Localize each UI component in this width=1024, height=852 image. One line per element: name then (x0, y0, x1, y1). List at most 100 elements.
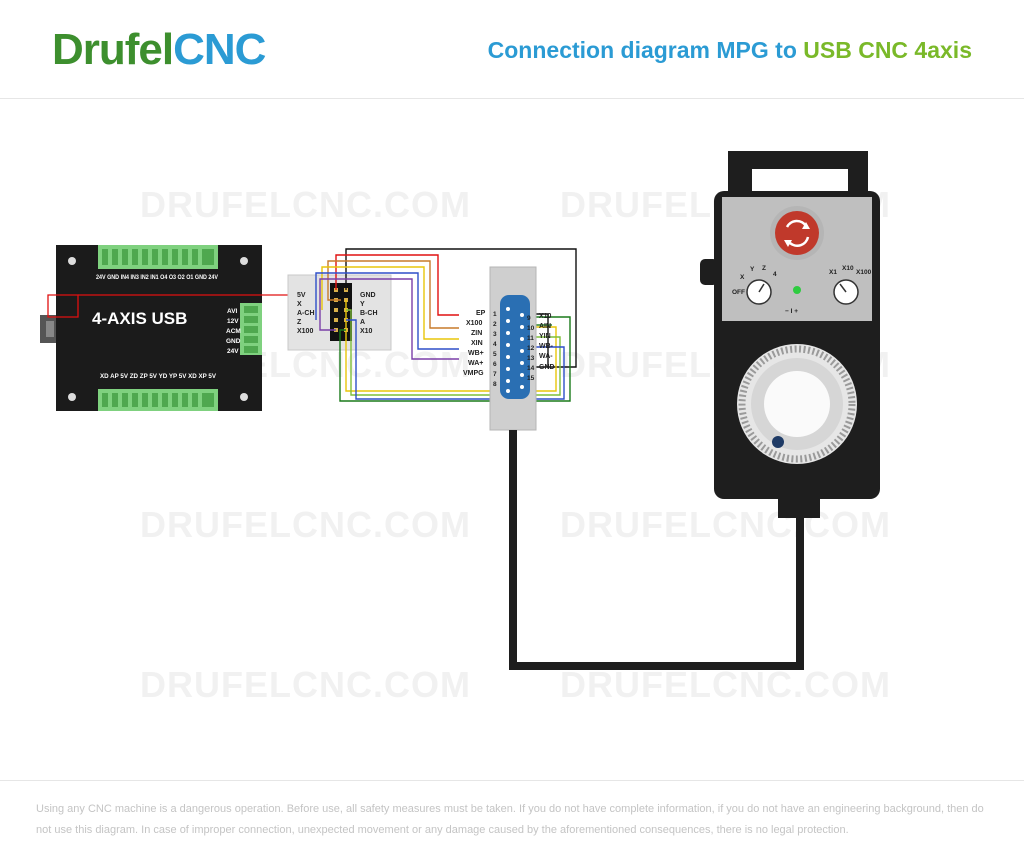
title-part-2: USB CNC 4axis (803, 37, 972, 63)
db15-pin-number: 2 (493, 321, 497, 328)
db15-signal-label: EP (476, 310, 486, 317)
wire-blue-a (346, 319, 565, 400)
side-pin-label: 24V (227, 348, 239, 355)
board-body (56, 245, 262, 411)
handwheel-scale (738, 345, 856, 463)
wire-orange-x (327, 260, 459, 329)
adapter-left-label: A-CH (297, 310, 315, 317)
db15-pin-number: 4 (493, 341, 497, 348)
axis-label: Z (762, 265, 766, 272)
adapter-left-label: X (297, 301, 302, 308)
db15-pin-number: 9 (527, 315, 531, 322)
db15-pin-number: 11 (527, 335, 534, 342)
db15-pin-number: 8 (493, 381, 497, 388)
db15-pin-number: 1 (493, 311, 497, 318)
watermark: DRUFELCNC.COM (140, 664, 471, 705)
step-label: X100 (856, 269, 872, 276)
wire-purple-x100 (319, 278, 459, 360)
mount-hole (240, 257, 248, 265)
handwheel-center (764, 371, 830, 437)
watermark: DRUFELCNC.COM (560, 504, 891, 545)
db15-signal-label: VMPG (463, 370, 484, 377)
header: DrufelCNC Connection diagram MPG to USB … (0, 0, 1024, 99)
wire-green-bch (346, 309, 561, 396)
axis-label: Y (750, 266, 755, 273)
db15-signal-label: GND (539, 364, 555, 371)
estop-rotate-icon (785, 219, 810, 247)
db15-pin-number: 14 (527, 365, 535, 372)
brand-logo: DrufelCNC (52, 25, 266, 74)
title-part-1: Connection diagram MPG to (487, 37, 804, 63)
bottom-terminal-screws (102, 393, 214, 407)
db15-connector: 1 2 3 4 5 6 7 8 9 10 11 12 13 14 15 EP X… (463, 266, 555, 431)
mount-hole (240, 393, 248, 401)
side-pin-label: ACM (226, 328, 241, 335)
db15-signal-label: ZIN (471, 330, 482, 337)
pendant-side-button (700, 259, 718, 285)
safety-disclaimer: Using any CNC machine is a dangerous ope… (36, 803, 984, 836)
db15-insert (500, 295, 530, 399)
axis-select-pointer (758, 283, 765, 293)
side-pin-label: GND (226, 338, 241, 345)
status-led (793, 286, 801, 294)
estop-arrow-icon (784, 240, 792, 247)
adapter-left-label: 5V (297, 292, 306, 299)
db15-pins (506, 307, 524, 393)
db15-pin-number: 10 (527, 325, 535, 332)
adapter-left-label: X100 (297, 328, 313, 335)
top-terminal-screws (102, 249, 214, 265)
db15-pin-number: 5 (493, 351, 497, 358)
top-pin-labels: 24V GND IN4 IN3 IN2 IN1 O4 O3 O2 O1 GND … (96, 274, 219, 281)
idc-header (330, 283, 352, 341)
db15-signal-label: WA+ (468, 360, 483, 367)
db15-signal-label: WB- (539, 343, 554, 350)
watermark: DRUFELCNC.COM (140, 504, 471, 545)
db15-signal-label: X10 (539, 313, 552, 320)
side-terminal-screws (244, 306, 258, 353)
axis-label: OFF (732, 289, 745, 296)
usb-controller-board: 24V GND IN4 IN3 IN2 IN1 O4 O3 O2 O1 GND … (40, 245, 298, 411)
estop-arrow-icon (802, 222, 810, 229)
adapter-left-label: Z (297, 319, 302, 326)
watermark: DRUFELCNC.COM (140, 184, 471, 225)
axis-label: X (740, 274, 745, 281)
bottom-pin-labels: XD AP 5V ZD ZP 5V YD YP 5V XD XP 5V (100, 373, 217, 380)
wiring-diagram: DRUFELCNC.COM DRUFELCNC.COM DRUFELCNC.CO… (40, 151, 891, 705)
side-pin-label: AVI (227, 308, 238, 315)
adapter-right-label: X10 (360, 328, 373, 335)
pendant-handle (728, 151, 868, 193)
mpg-pendant: OFF X Y Z 4 − I + X1 X10 X100 (700, 151, 880, 518)
step-label: X10 (842, 265, 854, 272)
axis-label: 4 (773, 271, 777, 278)
wire-green-x10 (339, 316, 571, 402)
adapter-right-label: GND (360, 292, 376, 299)
wire-yellow-y (345, 300, 557, 392)
db15-signal-label: YIN (539, 333, 551, 340)
port-highlight (47, 294, 79, 318)
db15-pin-number: 15 (527, 375, 535, 382)
wire-blue-z (315, 272, 459, 350)
wire-black-jumper (536, 313, 549, 367)
db15-signal-label: WA- (539, 353, 553, 360)
db15-pin-number: 12 (527, 345, 535, 352)
step-label: X1 (829, 269, 837, 276)
estop-button (775, 211, 819, 255)
side-pin-label: 12V (227, 318, 239, 325)
watermark: DRUFELCNC.COM (560, 664, 891, 705)
logo-part-drufel: Drufel (52, 25, 174, 74)
adapter-right-label: A (360, 319, 365, 326)
step-select-pointer (839, 283, 847, 293)
db15-signal-label: XIN (471, 340, 483, 347)
footer: Using any CNC machine is a dangerous ope… (0, 780, 1024, 852)
adapter-right-label: B-CH (360, 310, 378, 317)
minus-plus-label: − I + (785, 308, 798, 315)
db15-pin-number: 3 (493, 331, 497, 338)
wire-yellow-ach (321, 266, 459, 340)
adapter-right-label: Y (360, 301, 365, 308)
db15-pin-number: 7 (493, 371, 497, 378)
pendant-cable-gland (778, 494, 820, 518)
db15-pin-number: 13 (527, 355, 535, 362)
db15-signal-label: X100 (466, 320, 482, 327)
db15-pin-number: 6 (493, 361, 497, 368)
mount-hole (68, 393, 76, 401)
